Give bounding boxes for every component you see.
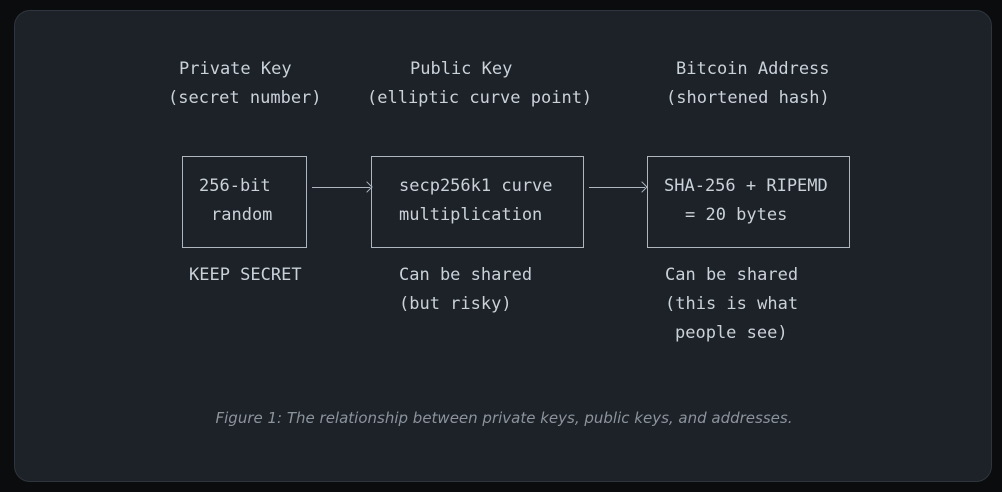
arrow-private-to-public (312, 187, 370, 188)
private-key-subtitle: (secret number) (168, 88, 322, 108)
diagram-panel: Private Key (secret number) 256-bit rand… (14, 10, 992, 482)
public-key-box-line2: multiplication (399, 205, 543, 225)
address-box-line1: SHA-256 + RIPEMD (664, 176, 828, 196)
public-key-note-line1: Can be shared (399, 265, 533, 285)
private-key-box (182, 156, 307, 248)
arrow-public-to-address (589, 187, 645, 188)
address-note-line2: (this is what (665, 294, 799, 314)
public-key-note-line2: (but risky) (399, 294, 512, 314)
public-key-subtitle: (elliptic curve point) (367, 88, 593, 108)
address-note-line1: Can be shared (665, 265, 799, 285)
address-subtitle: (shortened hash) (666, 88, 830, 108)
private-key-box-line2: random (211, 205, 273, 225)
public-key-box (371, 156, 584, 248)
address-note-line3: people see) (675, 323, 788, 343)
address-title: Bitcoin Address (676, 59, 830, 79)
address-box-line2: = 20 bytes (685, 205, 788, 225)
public-key-title: Public Key (410, 59, 513, 79)
figure-caption: Figure 1: The relationship between priva… (215, 409, 793, 427)
private-key-box-line1: 256-bit (199, 176, 271, 196)
address-box (647, 156, 850, 248)
public-key-box-line1: secp256k1 curve (399, 176, 553, 196)
private-key-title: Private Key (179, 59, 292, 79)
private-key-note: KEEP SECRET (189, 265, 302, 285)
